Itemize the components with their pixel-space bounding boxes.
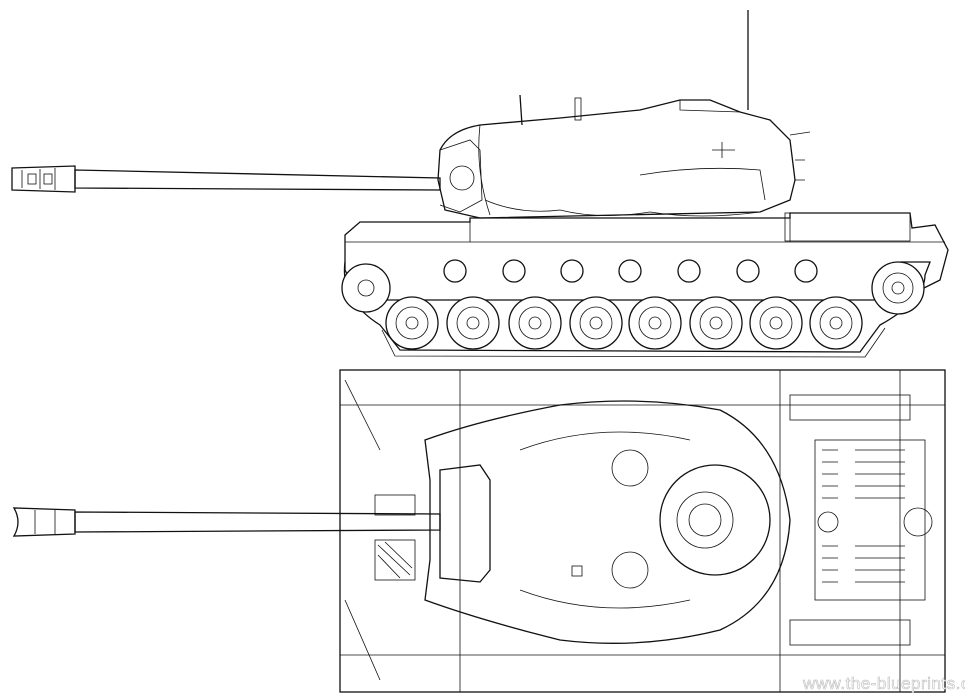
top-hull: [339, 369, 946, 693]
side-turret: [437, 94, 811, 219]
side-view: [11, 10, 949, 358]
road-wheels: [385, 296, 863, 350]
return-rollers: [443, 259, 818, 283]
top-view: [12, 369, 946, 693]
idler-wheel: [341, 263, 391, 313]
side-hull: [344, 212, 949, 301]
drive-sprocket: [871, 261, 925, 315]
top-turret: [424, 400, 791, 644]
engine-deck-grilles: [814, 439, 933, 601]
watermark: www.the-blueprints.com: [802, 674, 965, 693]
front-stowage: [374, 494, 416, 581]
gun-mantlet: [439, 464, 491, 583]
top-gun-barrel: [12, 507, 441, 537]
side-gun-barrel: [11, 165, 441, 193]
